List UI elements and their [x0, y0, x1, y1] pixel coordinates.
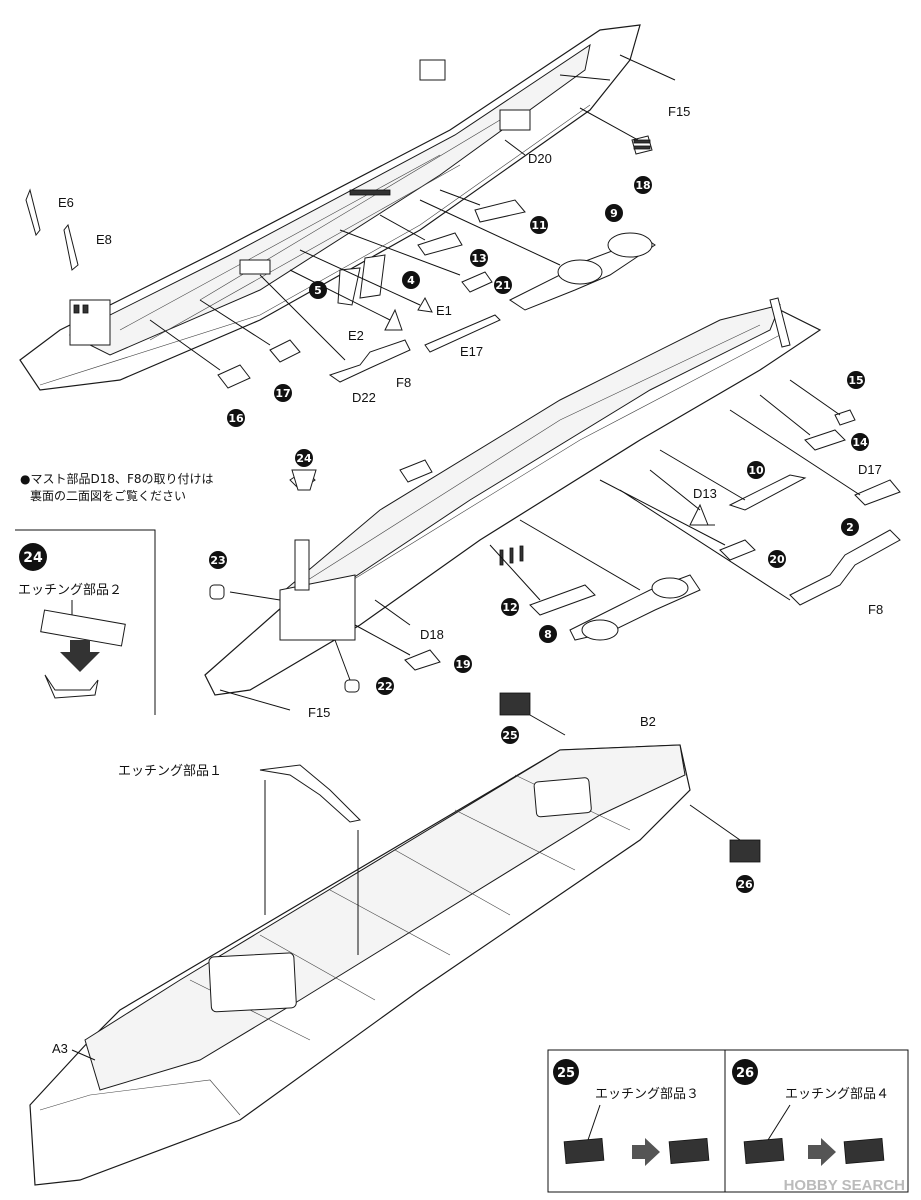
step-17: 17 [274, 384, 292, 402]
step-20: 20 [768, 550, 786, 568]
svg-text:2: 2 [846, 521, 854, 534]
label-e6: E6 [58, 195, 74, 210]
svg-text:8: 8 [544, 628, 552, 641]
upper-leader-lines [149, 54, 676, 371]
etching-part-1-label: エッチング部品１ [118, 764, 222, 779]
svg-text:19: 19 [455, 658, 470, 671]
svg-text:24: 24 [296, 452, 312, 465]
svg-text:23: 23 [210, 554, 225, 567]
svg-text:25: 25 [502, 729, 517, 742]
step-16: 16 [227, 409, 245, 427]
etching-grate-25-top [499, 692, 531, 716]
svg-text:20: 20 [769, 553, 785, 566]
step-25: 25 [501, 726, 519, 744]
step-19: 19 [454, 655, 472, 673]
note-line-1: ●マスト部品D18、F8の取り付けは [20, 471, 214, 486]
svg-text:26: 26 [737, 878, 753, 891]
step-22: 22 [376, 677, 394, 695]
note-line-2: 裏面の二面図をご覧ください [30, 488, 186, 503]
inset-26-title: エッチング部品４ [785, 1087, 889, 1102]
svg-text:15: 15 [848, 374, 863, 387]
label-f15-top: F15 [668, 104, 690, 119]
inset-25-title: エッチング部品３ [595, 1087, 699, 1102]
step-5: 5 [309, 281, 327, 299]
label-d18: D18 [420, 627, 444, 642]
svg-text:9: 9 [610, 207, 618, 220]
middle-leader-lines [219, 379, 861, 711]
label-f15-mid: F15 [308, 705, 330, 720]
etching-grate-26-side [729, 839, 761, 863]
step-21: 21 [494, 276, 512, 294]
watermark: HOBBY SEARCH [784, 1177, 905, 1194]
step-11: 11 [530, 216, 548, 234]
label-d22: D22 [352, 390, 376, 405]
svg-text:11: 11 [531, 219, 546, 232]
svg-text:22: 22 [377, 680, 392, 693]
lower-hull [29, 744, 691, 1186]
step-26: 26 [736, 875, 754, 893]
watermark-text: HOBBY SEARCH [784, 1177, 905, 1194]
step-15: 15 [847, 371, 865, 389]
svg-text:12: 12 [502, 601, 517, 614]
inset-26-number: 26 [736, 1066, 754, 1081]
svg-text:5: 5 [314, 284, 322, 297]
middle-hull-parts [209, 409, 901, 693]
svg-text:17: 17 [275, 387, 290, 400]
lower-leader-lines [71, 714, 741, 1061]
label-f8-mid: F8 [868, 602, 883, 617]
step-2: 2 [841, 518, 859, 536]
svg-text:16: 16 [228, 412, 244, 425]
inset-24-number: 24 [23, 550, 43, 566]
step-23: 23 [209, 551, 227, 569]
label-e2: E2 [348, 328, 364, 343]
label-d13: D13 [693, 486, 717, 501]
svg-text:13: 13 [471, 252, 486, 265]
step-4: 4 [402, 271, 420, 289]
label-e1: E1 [436, 303, 452, 318]
step-circles: 18 11 9 13 21 4 5 17 16 15 14 10 24 23 2… [209, 176, 869, 893]
step-13: 13 [470, 249, 488, 267]
label-e17: E17 [460, 344, 483, 359]
step-24: 24 [295, 449, 313, 467]
upper-hull-parts [217, 135, 656, 389]
step-12: 12 [501, 598, 519, 616]
step-8: 8 [539, 625, 557, 643]
svg-text:14: 14 [852, 436, 868, 449]
svg-text:10: 10 [748, 464, 764, 477]
svg-text:21: 21 [495, 279, 510, 292]
middle-hull [204, 297, 822, 696]
step-9: 9 [605, 204, 623, 222]
inset-25-number: 25 [557, 1066, 575, 1081]
label-b2: B2 [640, 714, 656, 729]
label-d17: D17 [858, 462, 882, 477]
label-d20: D20 [528, 151, 552, 166]
inset-24-title: エッチング部品２ [18, 583, 122, 598]
step-10: 10 [747, 461, 765, 479]
svg-text:4: 4 [407, 274, 415, 287]
inset-24: 24 エッチング部品２ [15, 529, 156, 715]
svg-text:18: 18 [635, 179, 650, 192]
upper-hull [19, 24, 641, 391]
label-e8: E8 [96, 232, 112, 247]
step-18: 18 [634, 176, 652, 194]
label-a3: A3 [52, 1041, 68, 1056]
step-14: 14 [851, 433, 869, 451]
label-f8-top: F8 [396, 375, 411, 390]
inset-25-26: 25 エッチング部品３ 26 エッチング部品４ [547, 1049, 909, 1193]
